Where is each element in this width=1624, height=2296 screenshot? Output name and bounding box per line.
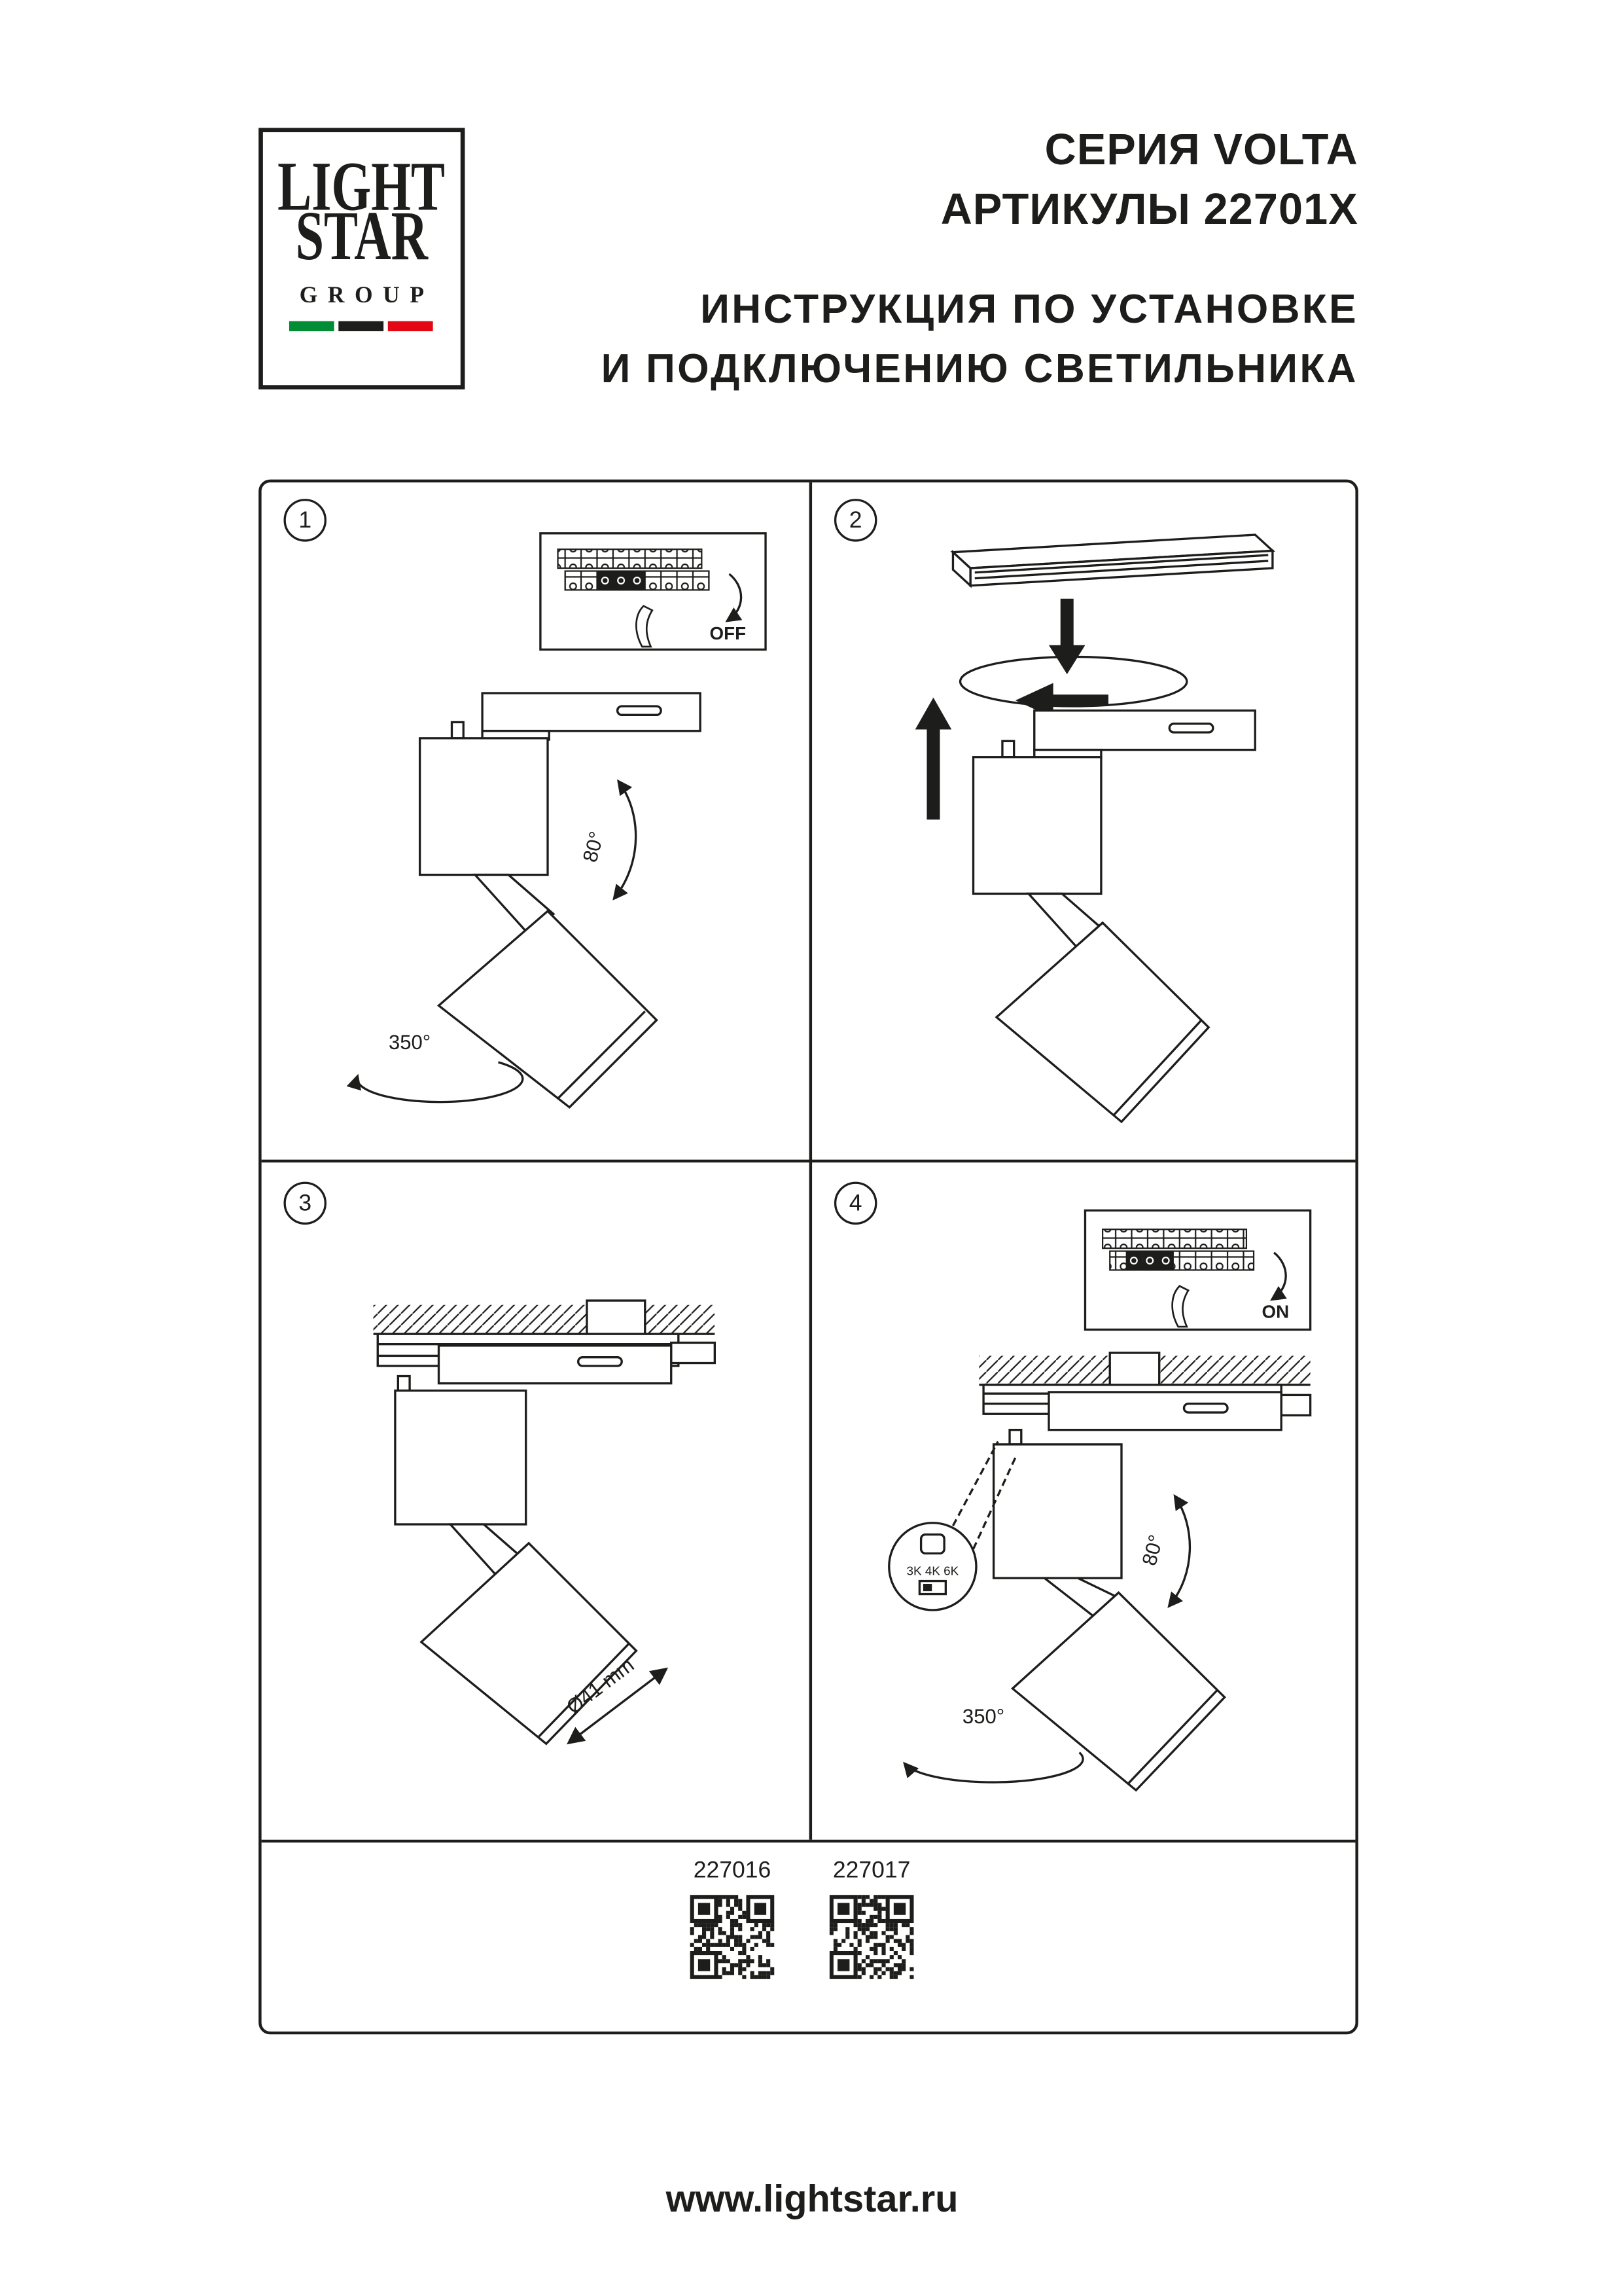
tilt-angle-annotation: 80° [1138, 1494, 1192, 1608]
panel-step-2: 2 [834, 499, 1275, 1124]
product-codes-row: 227016 227017 [262, 1842, 1356, 2032]
adapter-slot [1168, 722, 1214, 734]
product-code: 227017 [832, 1858, 911, 1884]
rotation-annotation: 350° [903, 1705, 1084, 1784]
spot-head [1010, 1591, 1226, 1792]
rotation-angle-label: 350° [389, 1031, 431, 1054]
terminal-block-inset: OFF [539, 532, 767, 651]
rotation-arrow-icon [903, 1751, 1084, 1784]
qr-code-227017 [829, 1895, 914, 1979]
spotlight-drawing [972, 709, 1256, 1124]
step-number-badge: 2 [834, 499, 877, 542]
lock-button [450, 721, 465, 740]
articles-title: АРТИКУЛЫ 22701X [940, 185, 1358, 234]
color-temp-switch [918, 1579, 947, 1596]
track-adapter [481, 692, 701, 732]
step-number-badge: 4 [834, 1181, 877, 1225]
track-adapter [1033, 709, 1256, 751]
header: СЕРИЯ VOLTA АРТИКУЛЫ 22701X ИНСТРУКЦИЯ П… [601, 122, 1358, 398]
adapter-slot [576, 1356, 623, 1367]
lamp-body [418, 737, 549, 876]
remove-up-arrow-icon [915, 697, 952, 820]
ceiling-drawing [979, 1352, 1311, 1389]
hand-icon [1171, 1285, 1190, 1328]
logo-word-star: STAR [295, 198, 429, 276]
spot-head [995, 921, 1210, 1124]
switch-on-arrow-icon [1270, 1251, 1287, 1301]
step-number-badge: 1 [283, 499, 327, 542]
step-number: 2 [849, 507, 862, 533]
adapter-slot [1182, 1403, 1229, 1414]
terminal-block-inset: ON [1084, 1209, 1312, 1331]
hand-icon [635, 605, 654, 648]
track-adapter [1048, 1391, 1282, 1431]
track-rail-drawing [950, 533, 1275, 588]
lamp-body [992, 1443, 1123, 1579]
insert-down-arrow-icon [1048, 598, 1086, 675]
lock-button [397, 1374, 411, 1392]
detail-circle [888, 1522, 978, 1611]
mounting-bracket [586, 1299, 646, 1338]
product-code: 227016 [693, 1858, 771, 1884]
wired-terminals [597, 571, 645, 590]
step-number: 4 [849, 1189, 862, 1215]
switch-off-label: OFF [710, 623, 747, 643]
switch-off-arrow-icon [725, 573, 743, 622]
tilt-angle-annotation: 80° [578, 779, 637, 901]
rotation-angle-label: 350° [962, 1705, 1004, 1728]
turn-left-arrow-icon [1015, 683, 1109, 718]
step-number: 3 [298, 1189, 311, 1215]
mounting-bracket [1108, 1352, 1161, 1389]
lamp-body [394, 1390, 527, 1526]
switch-on-label: ON [1262, 1302, 1290, 1322]
rotation-annotation: 350° [346, 1031, 524, 1103]
panel-step-1: 1 OFF [283, 499, 767, 1109]
step-number-badge: 3 [283, 1181, 327, 1225]
grid-horizontal-divider-1 [261, 1159, 1356, 1163]
italian-flag-icon [289, 321, 433, 332]
grid-horizontal-divider-2 [261, 1839, 1356, 1843]
step-number: 1 [298, 507, 311, 533]
lock-button [1001, 740, 1015, 759]
color-temp-detail: 3K 4K 6K [888, 1441, 1017, 1611]
ceiling-drawing [373, 1299, 715, 1338]
wired-terminals [1125, 1251, 1174, 1270]
panel-step-4: 4 ON [834, 1181, 1312, 1792]
lamp-joint [472, 873, 556, 936]
spotlight-drawing [394, 1344, 673, 1746]
tilt-angle-label: 80° [578, 829, 609, 865]
qr-code-227016 [690, 1895, 775, 1979]
tilt-arc-arrow-icon [612, 779, 637, 901]
adapter-slot [616, 705, 662, 717]
website-url: www.lightstar.ru [665, 2176, 959, 2221]
tilt-angle-label: 80° [1138, 1532, 1168, 1568]
tilt-arc-arrow-icon [1167, 1494, 1192, 1608]
sensor-window [919, 1533, 945, 1555]
product-code-block: 227017 [825, 1858, 918, 1986]
logo-word-group: GROUP [299, 283, 434, 308]
spot-head [436, 909, 658, 1109]
steps-grid: 1 OFF [258, 479, 1358, 2035]
lamp-body [972, 756, 1103, 895]
series-title: СЕРИЯ VOLTA [1044, 126, 1358, 175]
instruction-title-line2: И ПОДКЛЮЧЕНИЮ СВЕТИЛЬНИКА [601, 345, 1358, 391]
rotation-arrow-icon [346, 1061, 524, 1103]
switch-knob [923, 1584, 932, 1592]
track-adapter [437, 1344, 673, 1385]
diameter-arrow-icon [567, 1667, 669, 1745]
instruction-title-line1: ИНСТРУКЦИЯ ПО УСТАНОВКЕ [700, 286, 1358, 332]
panel-step-3: 3 [283, 1181, 716, 1746]
spotlight-drawing [418, 692, 701, 1109]
logo-word-light: LIGHT [277, 149, 446, 227]
lightstar-logo: LIGHT STAR GROUP [258, 128, 465, 390]
product-code-block: 227016 [686, 1858, 779, 1986]
spotlight-drawing [992, 1391, 1282, 1792]
color-temp-label: 3K 4K 6K [907, 1564, 959, 1578]
spot-head [419, 1541, 638, 1746]
lock-button [1008, 1429, 1023, 1446]
